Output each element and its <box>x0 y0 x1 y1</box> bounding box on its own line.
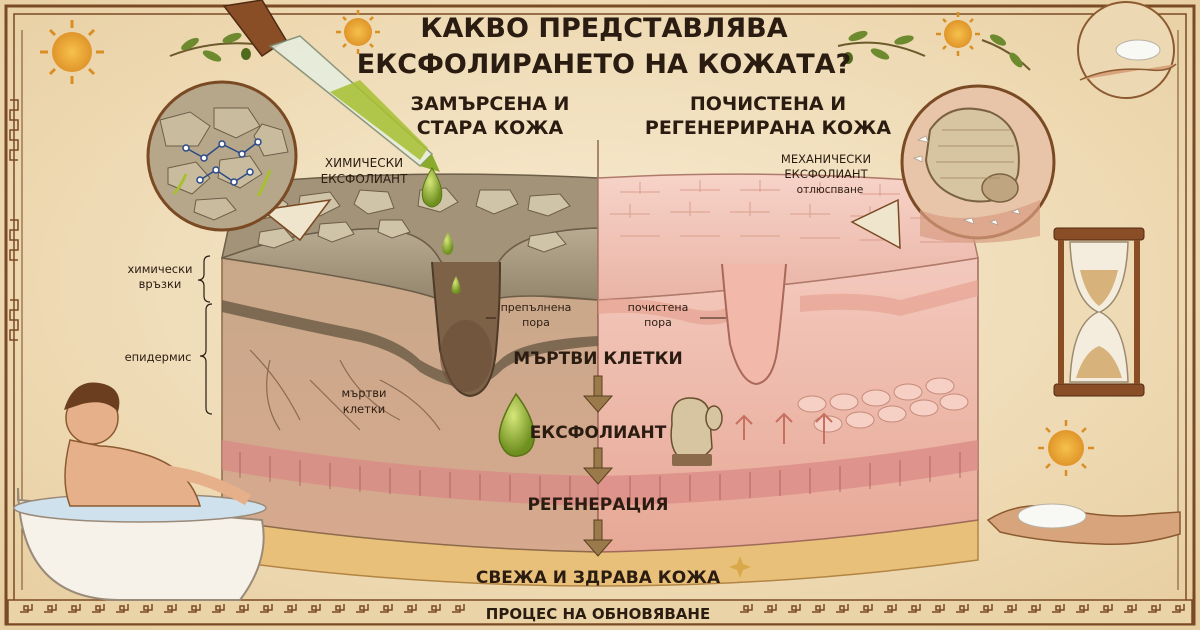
process-arrow-3 <box>582 519 614 557</box>
chem-exfoliant-label-2: ЕКСФОЛИАНТ <box>321 172 408 186</box>
dead-cells-label-1: мъртви <box>341 386 386 400</box>
title-line-1: КАКВО ПРЕДСТАВЛЯВА <box>420 13 787 44</box>
exfoliating-glove-icon <box>670 397 723 466</box>
oil-drop-icon <box>421 167 443 208</box>
oil-drop-icon-tiny <box>451 276 461 294</box>
clogged-pore-label-2: пора <box>522 316 550 329</box>
chem-exfoliant-label-1: ХИМИЧЕСКИ <box>325 156 403 170</box>
right-heading-line-2: РЕГЕНЕРИРАНА КОЖА <box>645 117 891 139</box>
mech-exfoliant-label-1: МЕХАНИЧЕСКИ <box>781 152 871 166</box>
process-step-4: СВЕЖА И ЗДРАВА КОЖА <box>476 568 721 588</box>
process-step-3: РЕГЕНЕРАЦИЯ <box>527 495 668 515</box>
process-step-2: ЕКСФОЛИАНТ <box>530 423 667 443</box>
chem-bonds-label-1: химически <box>127 262 192 276</box>
olive-branch-icon-right <box>837 30 926 64</box>
chem-bonds-bracket <box>197 255 211 303</box>
exfoliant-drop-icon <box>498 392 535 457</box>
right-heading-line-1: ПОЧИСТЕНА И <box>690 93 846 115</box>
mech-exfoliant-label-3: отлюспване <box>797 184 864 196</box>
epidermis-bracket <box>199 303 213 415</box>
clogged-pore-label-1: препълнена <box>501 301 572 314</box>
left-heading-line-1: ЗАМЪРСЕНА И <box>411 93 570 115</box>
footer-caption: ПРОЦЕС НА ОБНОВЯВАНЕ <box>486 605 710 623</box>
process-arrow-2 <box>582 447 614 485</box>
sparkle-icon <box>729 556 751 578</box>
olive-branch-icon-far-right <box>981 34 1031 71</box>
olive-branch-icon-left <box>169 32 256 62</box>
greek-ornament-left <box>9 99 19 341</box>
sun-icon-top-right <box>936 12 980 56</box>
dead-cells-label-2: клетки <box>343 402 386 416</box>
magnifier-mechanical-exfoliant <box>850 84 1056 250</box>
oil-drop-icon-small <box>442 232 454 255</box>
hand-with-salt-icon-bottom <box>986 503 1181 546</box>
title-line-2: ЕКСФОЛИРАНЕТО НА КОЖАТА? <box>357 49 851 80</box>
sun-icon-right <box>1038 420 1094 476</box>
ornamental-frame <box>4 4 1196 626</box>
bath-illustration <box>13 382 267 601</box>
clean-pore-label-1: почистена <box>628 301 689 314</box>
magnifier-chemical-bonds <box>146 80 332 242</box>
sun-icon-top-center <box>336 10 380 54</box>
epidermis-label: епидермис <box>125 350 192 364</box>
process-arrow-1 <box>582 375 614 413</box>
mech-exfoliant-label-2: ЕКСФОЛИАНТ <box>784 167 868 181</box>
clean-pore-label-2: пора <box>644 316 672 329</box>
hourglass-icon <box>1053 227 1145 397</box>
skin-cross-section <box>220 173 979 587</box>
sun-icon-top-left <box>40 20 104 84</box>
dropper-icon <box>222 0 440 172</box>
left-heading-line-2: СТАРА КОЖА <box>417 117 564 139</box>
hand-with-salt-icon-top <box>1077 1 1177 99</box>
process-step-1: МЪРТВИ КЛЕТКИ <box>513 349 682 369</box>
chem-bonds-label-2: връзки <box>139 277 182 291</box>
